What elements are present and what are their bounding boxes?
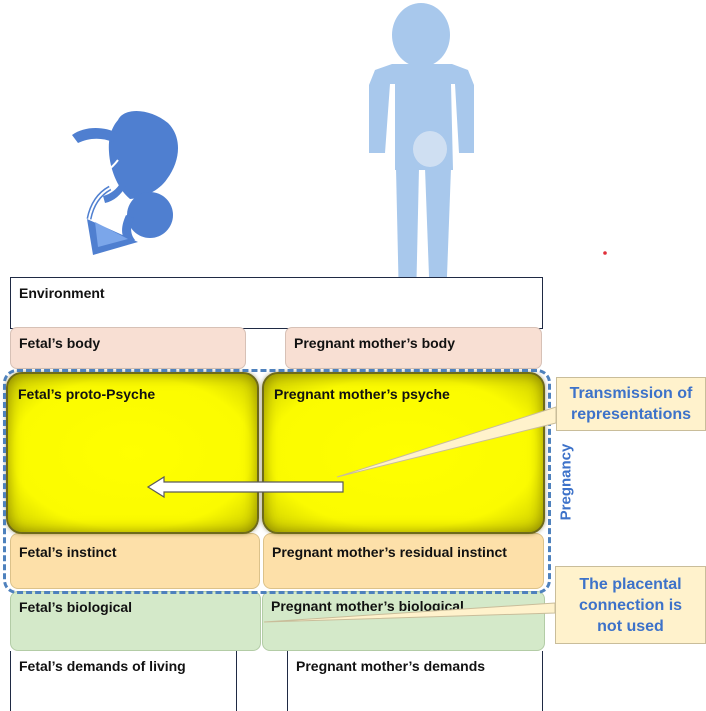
mother-biological-label: Pregnant mother’s biological — [271, 598, 464, 614]
placental-callout-line1: The placental — [579, 575, 682, 593]
fetal-demands-label: Fetal’s demands of living — [19, 658, 186, 674]
mother-demands-label: Pregnant mother’s demands — [296, 658, 486, 674]
pregnant-woman-icon — [369, 3, 474, 303]
placental-callout-line2: connection is — [578, 596, 683, 614]
transmission-callout: Transmission of representations — [556, 377, 706, 431]
environment-box: Environment — [10, 277, 543, 329]
transmission-callout-line1: Transmission of — [569, 385, 693, 402]
mother-instinct-box: Pregnant mother’s residual instinct — [263, 533, 544, 589]
placental-callout-pointer — [263, 602, 556, 623]
mother-body-label: Pregnant mother’s body — [294, 335, 456, 351]
placental-callout-line3: not used — [597, 617, 664, 635]
mother-body-box: Pregnant mother’s body — [285, 327, 542, 369]
fetus-icon — [72, 110, 179, 255]
fetal-instinct-box: Fetal’s instinct — [10, 533, 260, 589]
pregnancy-frame — [3, 369, 551, 594]
environment-label: Environment — [19, 285, 105, 301]
left-arrow-icon — [146, 475, 344, 499]
fetal-instinct-label: Fetal’s instinct — [19, 544, 117, 560]
placental-callout: The placental connection is not used — [555, 566, 706, 644]
fetal-psyche-box: Fetal’s proto-Psyche — [6, 372, 259, 534]
mother-psyche-label: Pregnant mother’s psyche — [274, 386, 450, 402]
mother-psyche-box: Pregnant mother’s psyche — [262, 372, 545, 534]
transmission-callout-line2: representations — [570, 406, 692, 423]
red-dot — [603, 251, 607, 255]
fetal-biological-label: Fetal’s biological — [19, 599, 133, 615]
fetal-psyche-label: Fetal’s proto-Psyche — [18, 386, 156, 402]
mother-instinct-label: Pregnant mother’s residual instinct — [272, 544, 507, 560]
fetal-body-box: Fetal’s body — [10, 327, 246, 369]
fetal-body-label: Fetal’s body — [19, 335, 101, 351]
transmission-callout-pointer — [336, 406, 557, 478]
